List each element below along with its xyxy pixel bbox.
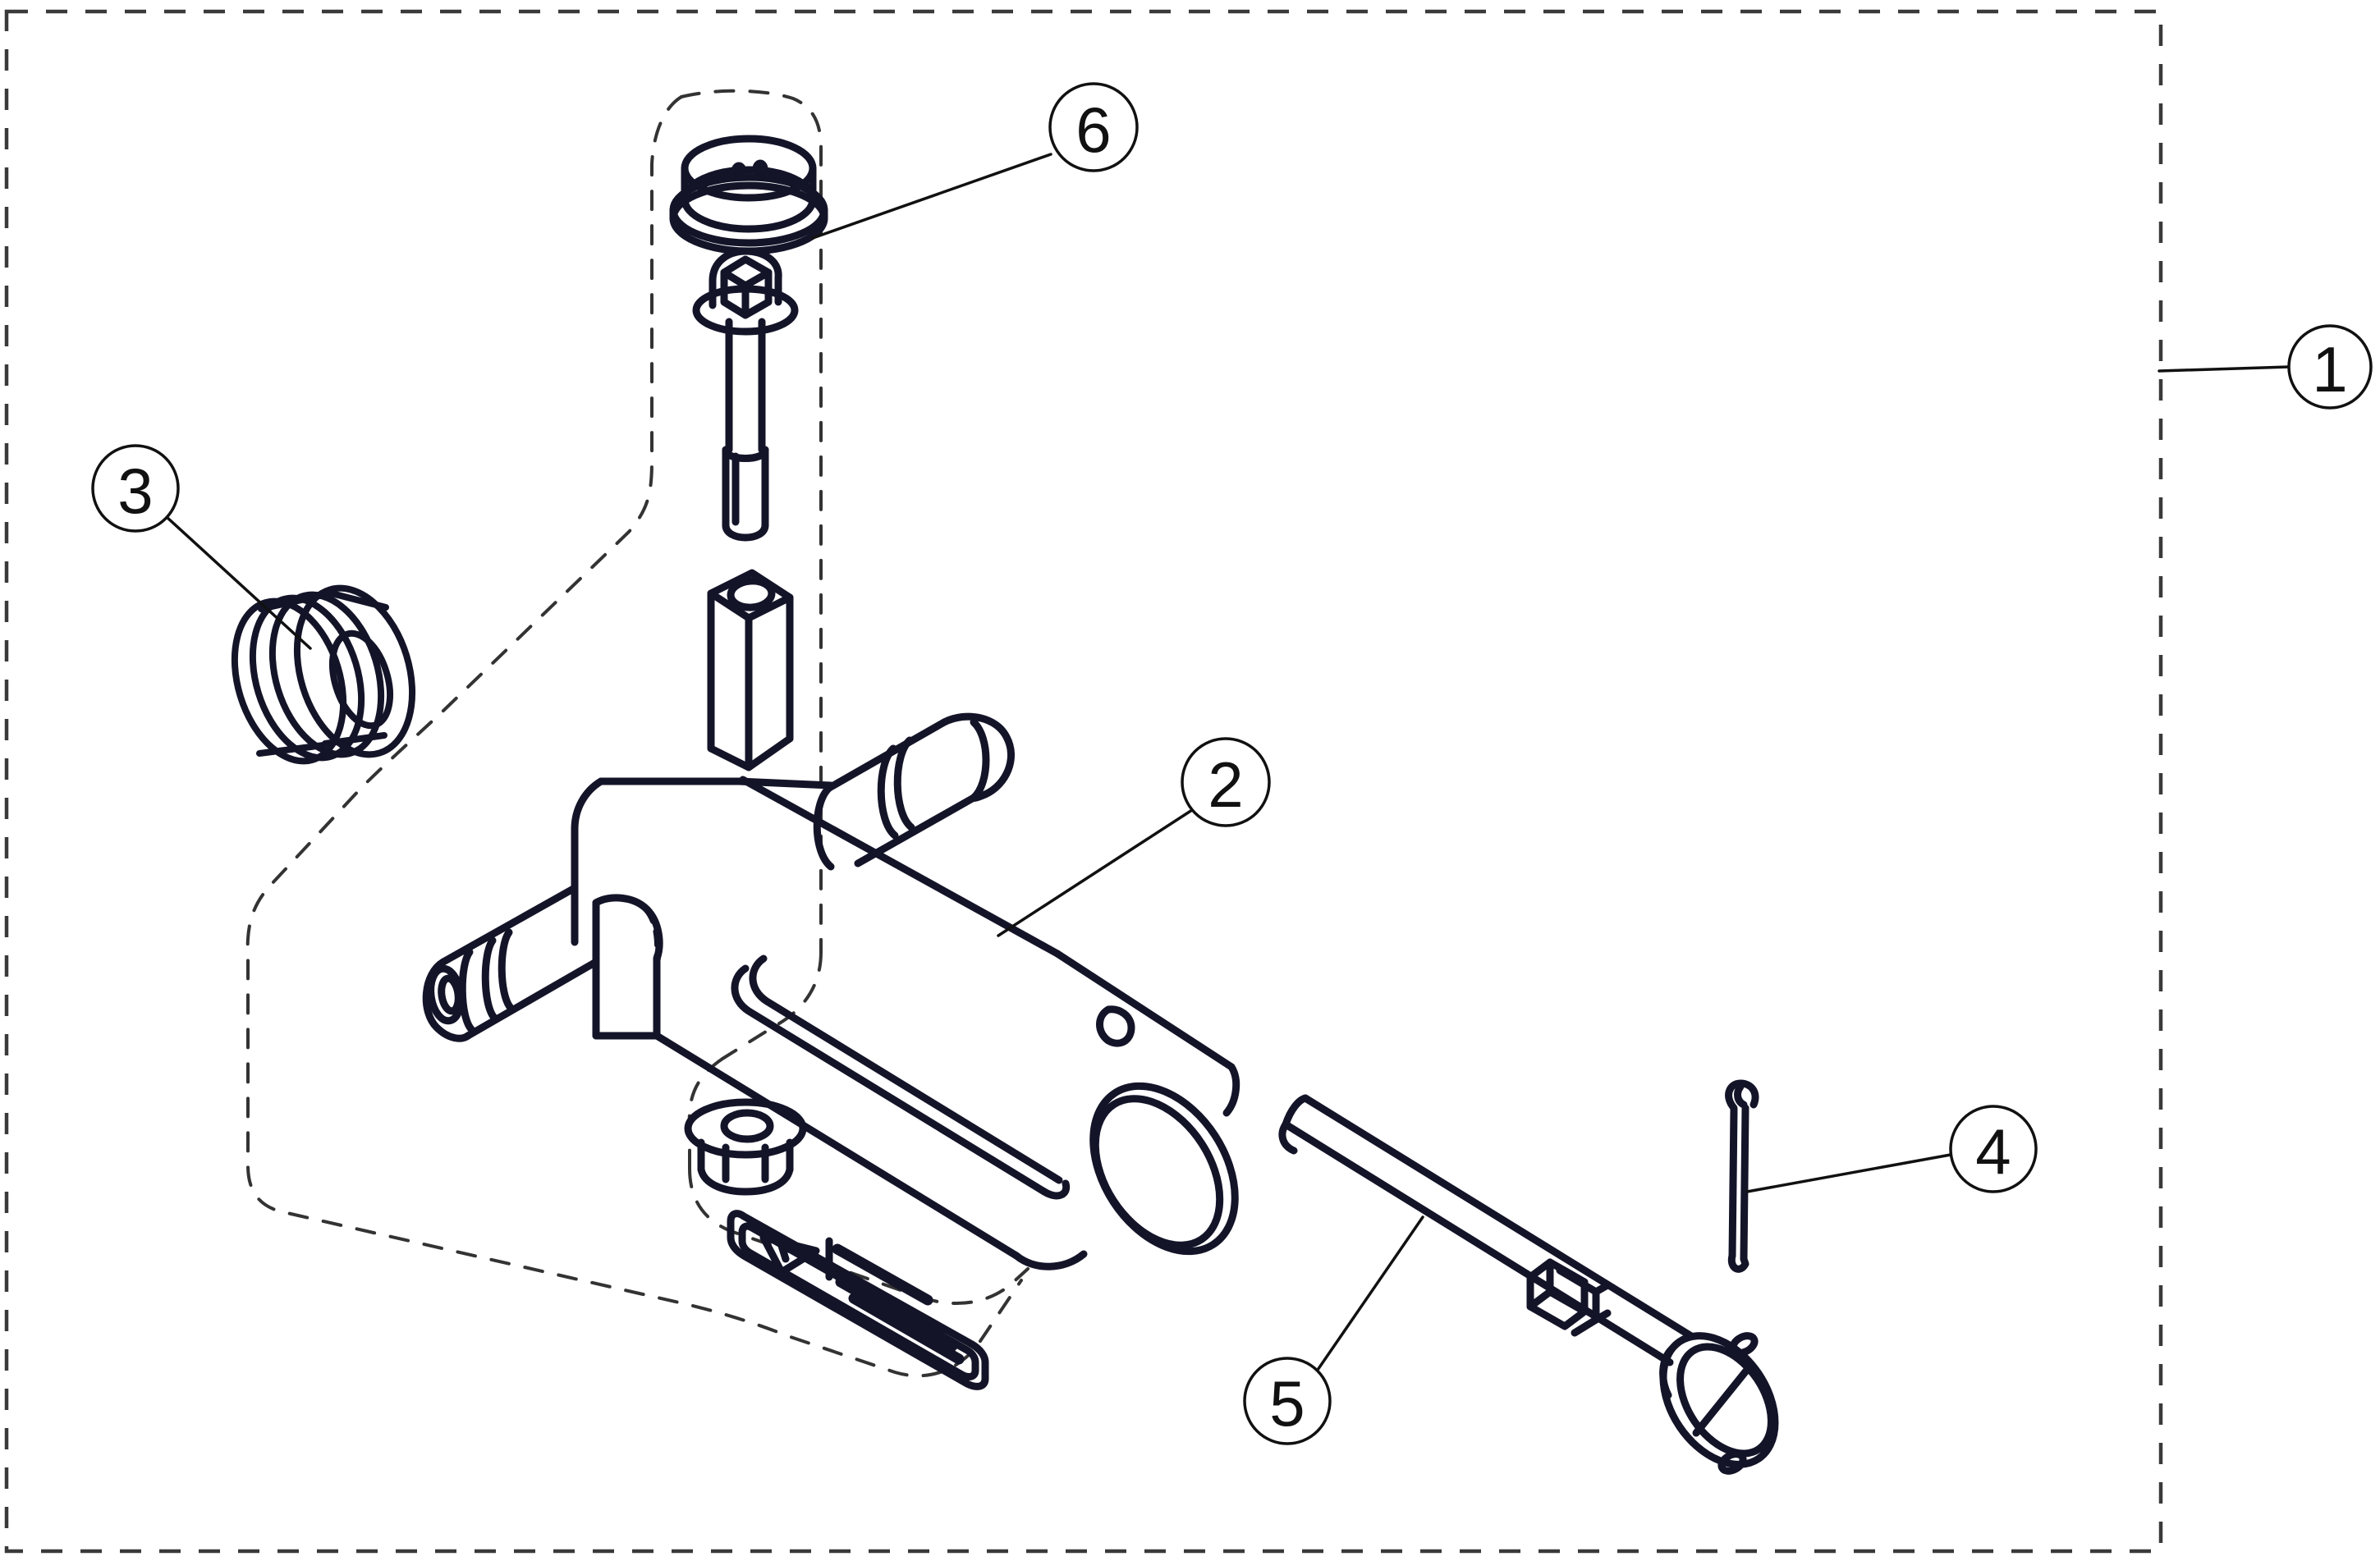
balloon-label-6: 6	[1075, 94, 1111, 166]
balloon-label-1: 1	[2312, 333, 2347, 405]
part-main-body-cylinder	[422, 712, 1240, 1270]
balloon-circle-1[interactable]	[2287, 324, 2373, 410]
balloon-circle-4[interactable]	[1949, 1105, 2038, 1193]
phantom-assembly-outline	[245, 89, 1029, 1378]
balloon-leader-lines	[165, 153, 2291, 1374]
part-tie-rod-handle	[1278, 1094, 1779, 1475]
balloon-label-4: 4	[1975, 1115, 2011, 1188]
leader-line-1	[2158, 365, 2291, 373]
leader-line-2	[997, 808, 1194, 937]
balloon-label-3: 3	[117, 455, 153, 527]
balloon-callout-3[interactable]: 3	[91, 444, 180, 533]
part-cap-plug	[669, 135, 828, 255]
part-cotter-pin	[1725, 1079, 1759, 1273]
warning-triangle-icon	[759, 1234, 820, 1276]
leader-line-3	[165, 515, 312, 650]
balloon-callout-2[interactable]: 2	[1181, 737, 1271, 827]
part-flanged-hex-bolt	[692, 247, 799, 542]
part-warning-decal	[727, 1210, 989, 1390]
balloon-callouts: 1 2 3 4 5 6	[91, 82, 2373, 1445]
balloon-label-5: 5	[1269, 1367, 1305, 1440]
balloon-circle-2[interactable]	[1181, 737, 1271, 827]
leader-line-6	[811, 153, 1052, 240]
balloon-callout-1[interactable]: 1	[2287, 324, 2373, 410]
balloon-callout-5[interactable]: 5	[1243, 1357, 1332, 1445]
balloon-circle-3[interactable]	[91, 444, 180, 533]
leader-line-5	[1314, 1215, 1424, 1374]
balloon-callout-4[interactable]: 4	[1949, 1105, 2038, 1193]
balloon-callout-6[interactable]: 6	[1048, 82, 1139, 172]
balloon-label-2: 2	[1208, 748, 1243, 821]
part-rectangular-spacer-block	[707, 569, 794, 771]
balloon-circle-5[interactable]	[1243, 1357, 1332, 1445]
drawing-border	[4, 9, 2163, 1554]
part-seal-ring-bushing	[231, 584, 416, 765]
part-hex-grease-fitting	[684, 1098, 807, 1196]
balloon-circle-6[interactable]	[1048, 82, 1139, 172]
leader-line-4	[1745, 1153, 1952, 1193]
